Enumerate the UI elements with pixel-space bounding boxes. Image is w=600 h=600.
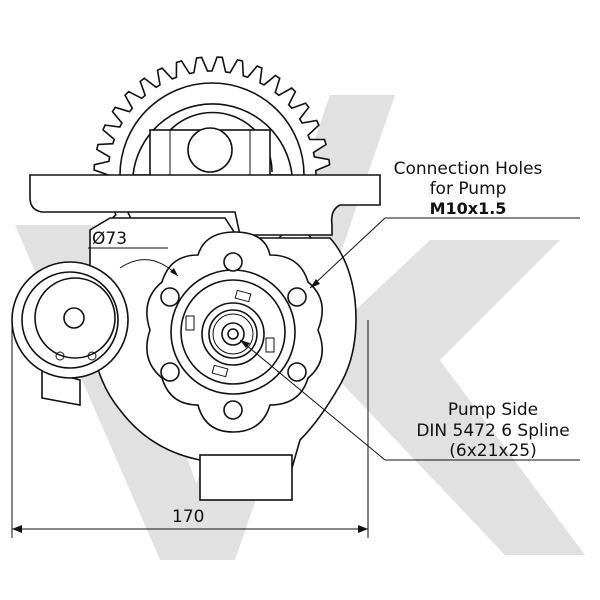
left-port xyxy=(11,261,129,379)
connection-holes-line3: M10x1.5 xyxy=(430,199,507,218)
diameter-label: Ø73 xyxy=(92,229,127,249)
connection-holes-line1: Connection Holes xyxy=(394,159,543,179)
width-dimension xyxy=(11,320,369,538)
pump-side-leader xyxy=(239,339,580,461)
pump-side-line1: Pump Side xyxy=(448,400,538,420)
pump-side-line3: (6x21x25) xyxy=(449,441,536,461)
diameter-dimension xyxy=(88,247,179,277)
connection-holes-line2: for Pump xyxy=(430,179,507,199)
connection-holes-leader xyxy=(309,217,580,289)
width-label: 170 xyxy=(172,507,204,527)
pump-flange xyxy=(146,231,324,433)
pump-side-line2: DIN 5472 6 Spline xyxy=(416,421,569,441)
gear-hub xyxy=(132,103,293,179)
